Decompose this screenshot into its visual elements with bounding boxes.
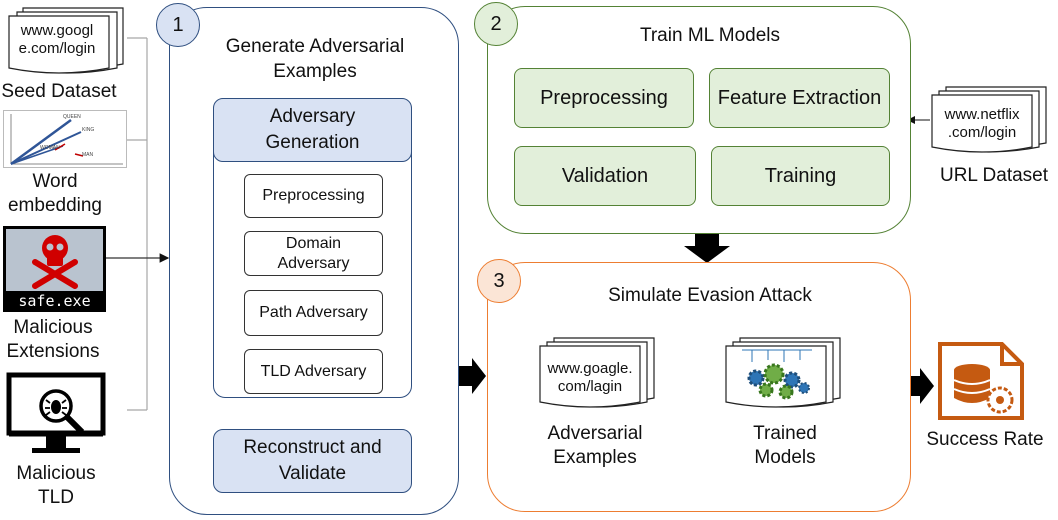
step2-preprocessing-box: Preprocessing [514,68,694,128]
success-rate-database-icon [938,342,1024,420]
validation-box: Validation [514,146,696,206]
block-arrow-right-2 [906,368,934,404]
url-dataset-document-icon [931,86,1047,153]
embedding-word-woman: WOMAN [40,145,60,151]
step1-preprocessing-box: Preprocessing [244,174,383,218]
block-arrow-right-1 [458,358,486,394]
word-embedding-plot-icon [3,110,127,168]
safe-exe-text: safe.exe [18,292,91,310]
step1-badge: 1 [156,3,200,47]
step2-title: Train ML Models [639,25,781,46]
seed-dataset-label: Seed Dataset [1,81,117,102]
word-embedding-label: Word embedding [7,171,103,216]
trained-models-label: Trained Models [753,423,817,468]
path-adversary-box: Path Adversary [244,290,383,336]
embedding-word-king: KING [82,127,95,133]
step3-badge: 3 [477,259,521,303]
training-box: Training [711,146,890,206]
reconstruct-validate-box: Reconstruct and Validate [213,429,412,493]
seed-document-icon [8,7,124,74]
malicious-extensions-label: Malicious Extensions [6,317,100,362]
success-rate-label: Success Rate [926,429,1044,450]
tld-adversary-box: TLD Adversary [244,349,383,394]
adversarial-examples-document-text: www.goagle. com/lagin [547,360,633,395]
malicious-extension-image: safe.exe [3,226,106,312]
adversarial-examples-label: Adversarial Examples [547,423,643,468]
step2-badge: 2 [474,2,518,46]
embedding-word-man: MAN [82,152,94,158]
step1-title: Generate Adversarial Examples [225,36,405,82]
url-dataset-document-text: www.netflix .com/login [944,106,1020,141]
seed-document-text: www.googl e.com/login [18,22,96,57]
embedding-word-queen: QUEEN [63,114,81,120]
skull-crossbones-icon [32,235,78,289]
block-arrow-down [684,233,730,263]
url-dataset-label: URL Dataset [939,165,1049,186]
trained-models-icon [725,337,841,408]
domain-adversary-box: Domain Adversary [244,231,383,276]
step3-title: Simulate Evasion Attack [608,285,812,306]
feature-extraction-box: Feature Extraction [709,68,890,128]
inputs-bracket [127,37,148,411]
monitor-bug-icon [6,372,106,453]
adversary-generation-box: Adversary Generation [213,98,412,162]
adversarial-examples-document-icon [539,337,655,408]
malicious-tld-label: Malicious TLD [16,463,96,508]
